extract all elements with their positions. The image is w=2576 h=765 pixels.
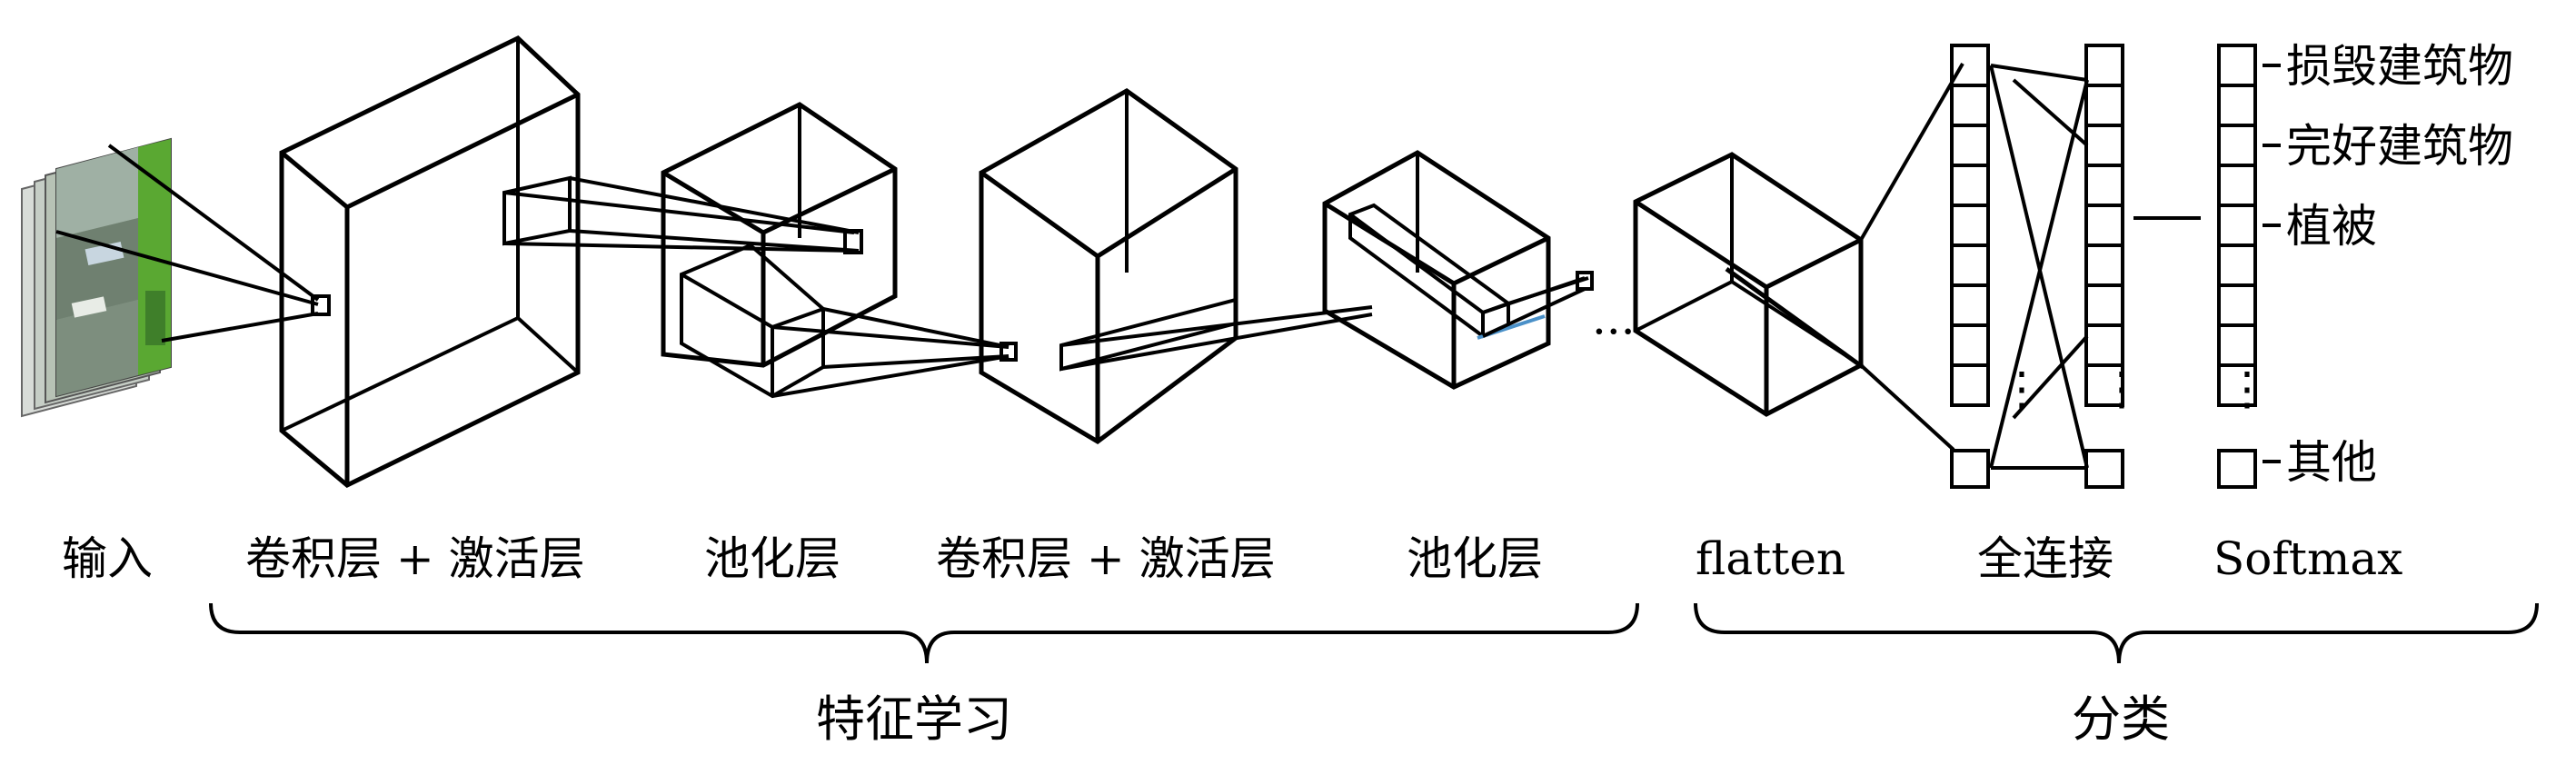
fc1-neuron <box>1950 363 1990 407</box>
stage-labels: 输入 卷积层 + 激活层 池化层 卷积层 + 激活层 池化层 flatten 全… <box>62 532 2402 585</box>
fc1-ellipsis: ⋮ <box>1999 363 2044 415</box>
softmax-neuron-last <box>2217 449 2257 489</box>
flatten-block <box>1633 152 1865 417</box>
fc1-neuron <box>1950 204 1990 247</box>
feature-learning-brace <box>209 602 1639 664</box>
label-pool2: 池化层 <box>1407 532 1543 585</box>
label-softmax: Softmax <box>2213 532 2402 585</box>
fc2-neuron <box>2084 124 2124 167</box>
output-label-vegetation: 植被 <box>2286 200 2377 253</box>
fc1-neuron <box>1950 124 1990 167</box>
softmax-neuron <box>2217 164 2257 207</box>
fc-column-1 <box>1950 44 1990 489</box>
fc2-neuron <box>2084 204 2124 247</box>
fc2-neuron <box>2084 243 2124 287</box>
fc1-neuron-last <box>1950 449 1990 489</box>
conv1-block <box>279 35 581 488</box>
softmax-neuron <box>2217 84 2257 127</box>
output-labels: 损毁建筑物 完好建筑物 植被 其他 <box>2263 40 2513 489</box>
fc2-neuron <box>2084 164 2124 207</box>
fc1-neuron <box>1950 323 1990 367</box>
fc1-neuron <box>1950 84 1990 127</box>
softmax-neuron <box>2217 283 2257 327</box>
label-conv2: 卷积层 + 激活层 <box>936 532 1276 585</box>
fc-cross-connections <box>1989 64 2089 470</box>
fc1-neuron <box>1950 283 1990 327</box>
softmax-neuron <box>2217 363 2257 407</box>
conv2-block <box>979 88 1373 445</box>
label-pool1: 池化层 <box>704 532 840 585</box>
softmax-neuron <box>2217 323 2257 367</box>
softmax-ellipsis: ⋮ <box>2224 363 2270 415</box>
fc2-ellipsis: ⋮ <box>2099 363 2144 415</box>
flatten-to-fc-lines <box>1859 63 1964 452</box>
fc2-neuron <box>2084 323 2124 367</box>
softmax-neuron <box>2217 44 2257 87</box>
pool2-block <box>1322 150 1594 390</box>
layers-ellipsis: ··· <box>1592 305 1636 358</box>
fc1-neuron <box>1950 243 1990 287</box>
softmax-neuron <box>2217 243 2257 287</box>
fc2-neuron <box>2084 84 2124 127</box>
softmax-neuron <box>2217 204 2257 247</box>
fc2-neuron-last <box>2084 449 2124 489</box>
label-conv1: 卷积层 + 激活层 <box>245 532 585 585</box>
conv1-pool1-projection <box>502 175 863 254</box>
group-label-classification: 分类 <box>2072 690 2170 748</box>
fc2-neuron <box>2084 363 2124 407</box>
pool1-conv2-projection <box>771 307 1018 398</box>
softmax-neuron <box>2217 124 2257 167</box>
output-label-intact: 完好建筑物 <box>2286 120 2513 173</box>
fc1-neuron <box>1950 164 1990 207</box>
input-image-stack <box>21 137 172 418</box>
output-label-damaged: 损毁建筑物 <box>2286 40 2513 93</box>
output-label-other: 其他 <box>2286 436 2377 489</box>
group-label-feature-learning: 特征学习 <box>816 690 1012 748</box>
classification-brace <box>1694 602 2539 664</box>
label-flatten: flatten <box>1696 532 1845 585</box>
fc2-neuron <box>2084 283 2124 327</box>
label-input: 输入 <box>62 532 153 585</box>
fc1-neuron <box>1950 44 1990 87</box>
fc-column-2 <box>2084 44 2124 489</box>
label-fc: 全连接 <box>1977 532 2114 585</box>
softmax-column <box>2217 44 2257 489</box>
fc2-neuron <box>2084 44 2124 87</box>
